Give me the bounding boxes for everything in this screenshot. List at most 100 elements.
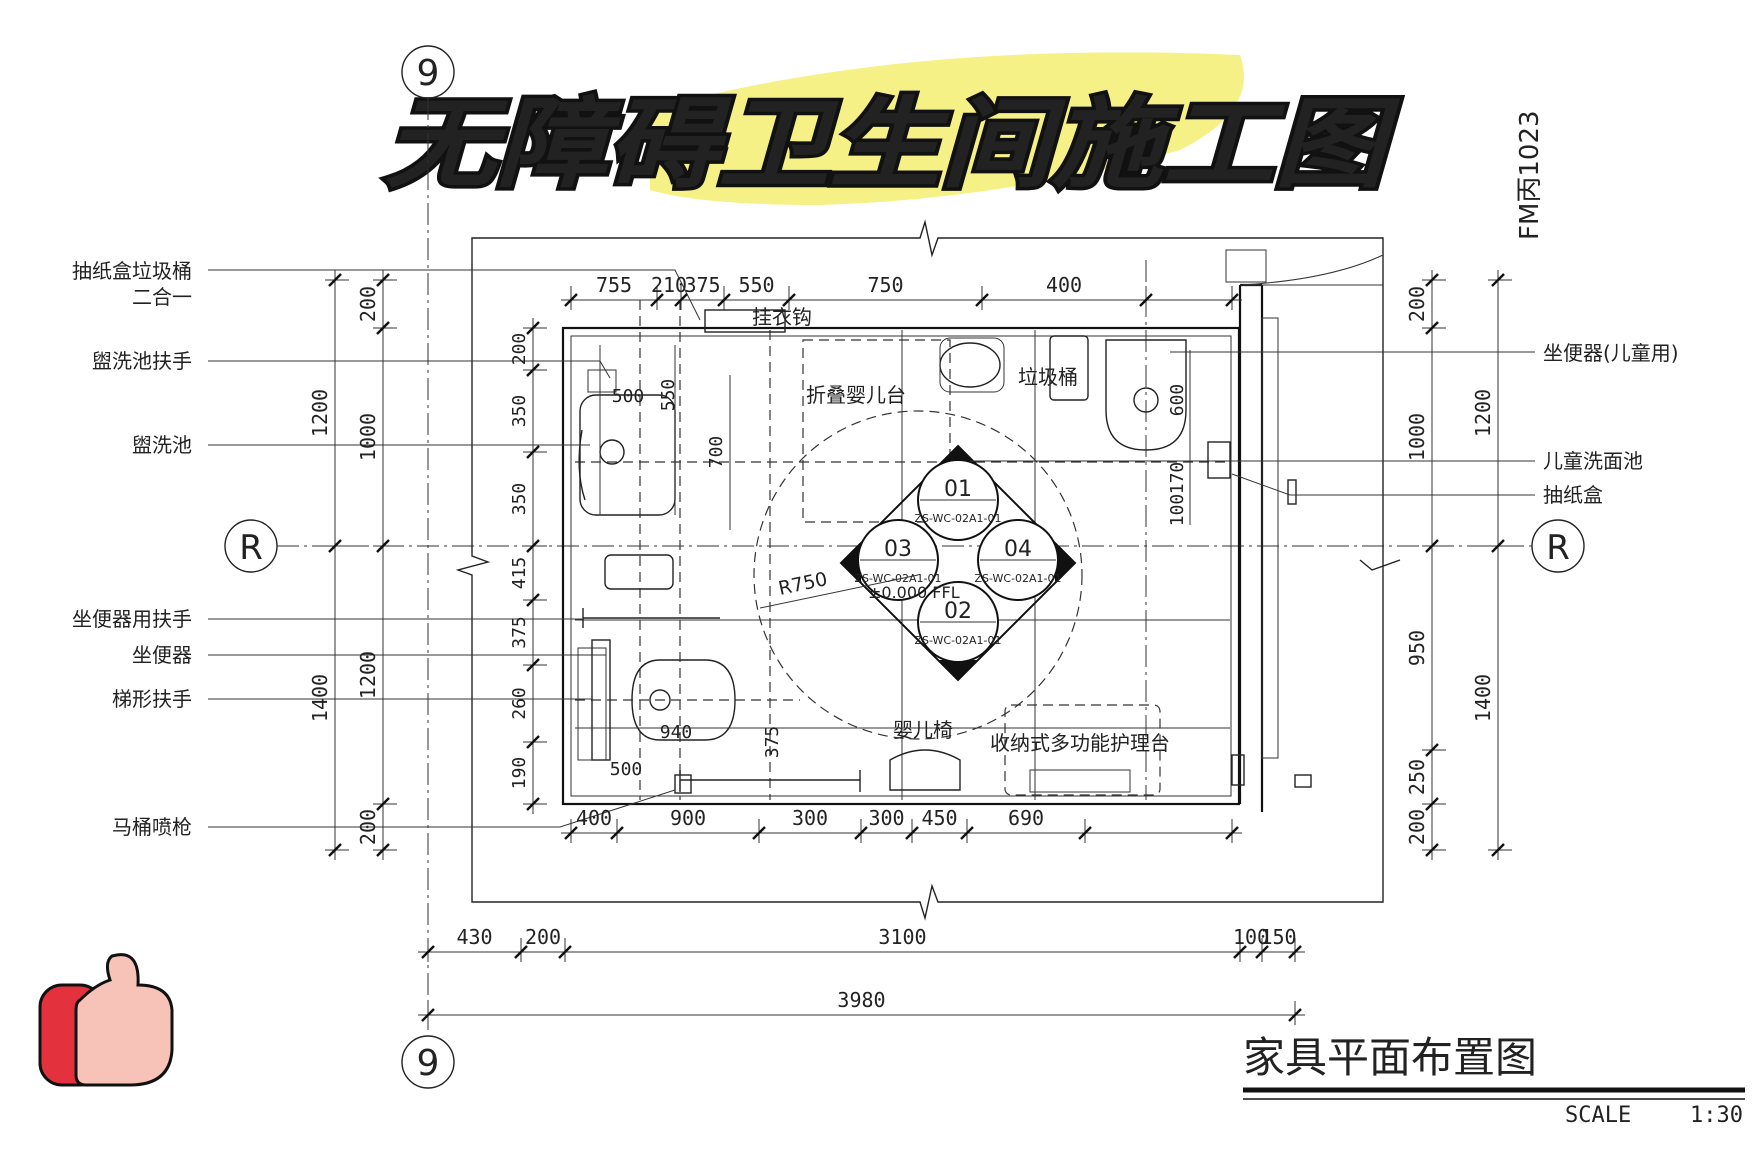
dim-top-tick-6 [1139, 293, 1153, 307]
label-hook: 挂衣钩 [752, 305, 812, 329]
toilet-grab-bar [582, 608, 720, 628]
dim-bottom-tick-1 [610, 826, 624, 840]
dim-total-label-0: 3980 [837, 988, 885, 1012]
dim-left-outer-label-0: 1200 [308, 389, 332, 437]
label-ffl: ±0.000 FFL [868, 583, 960, 602]
outer-boundary [455, 219, 1401, 921]
dim-left-mid-label-3: 200 [356, 809, 380, 845]
dim-right-inner-tick-5 [1425, 843, 1439, 857]
fixtures [577, 309, 1312, 796]
dim-interior-label-2: 700 [706, 436, 727, 469]
dim-left-inner-label-5: 260 [509, 687, 530, 720]
dim-left-inner-label-2: 350 [509, 483, 530, 516]
ladder-grab-bar [591, 639, 611, 761]
room-walls [561, 249, 1384, 812]
dim-left-mid-tick-2 [376, 539, 390, 553]
dim-left-inner-tick-2 [526, 445, 540, 459]
dim-right-outer-tick-1 [1491, 539, 1505, 553]
dim-right-outer-label-0: 1200 [1471, 389, 1495, 437]
elevation-code-01: ZS-WC-02A1-01 [914, 512, 1001, 525]
dim-overall-label-0: 430 [456, 925, 492, 949]
dim-top-label-0: 755 [596, 273, 632, 297]
dim-bottom-label-4: 450 [921, 806, 957, 830]
grid-9-bottom-label: 9 [417, 1043, 440, 1084]
trash-bin [1049, 335, 1089, 401]
callout-basin: 盥洗池 [132, 433, 192, 457]
dim-left-inner-tick-1 [526, 363, 540, 377]
dim-total-tick-0 [421, 1008, 435, 1022]
dim-right-inner-label-2: 950 [1405, 630, 1429, 666]
dim-overall-label-2: 3100 [878, 925, 926, 949]
dim-left-mid-tick-3 [376, 797, 390, 811]
dim-left-outer-tick-1 [328, 539, 342, 553]
wash-basin [579, 394, 676, 516]
elevation-code-02: ZS-WC-02A1-01 [914, 634, 1001, 647]
dim-bottom-tick-7 [1225, 826, 1239, 840]
dim-overall-tick-5 [1288, 945, 1302, 959]
dim-left-mid-tick-4 [376, 843, 390, 857]
dim-overall-label-1: 200 [525, 925, 561, 949]
dim-overall-label-4: 150 [1260, 925, 1296, 949]
scale-value: 1:30 [1690, 1103, 1743, 1128]
elevation-num-04: 04 [1004, 537, 1032, 562]
dim-overall-tick-3 [1233, 945, 1247, 959]
dim-top-label-5: 400 [1046, 273, 1082, 297]
callout-toilet-bar: 坐便器用扶手 [72, 607, 192, 631]
callout-tissue-bin: 抽纸盒垃圾桶 [72, 259, 192, 283]
dim-overall-tick-1 [514, 945, 528, 959]
dim-left-inner-tick-4 [526, 593, 540, 607]
label-baby-chair: 婴儿椅 [893, 718, 953, 742]
dim-bottom-tick-5 [960, 826, 974, 840]
dim-top-tick-2 [674, 293, 688, 307]
elevation-num-02: 02 [944, 599, 972, 624]
dim-left-inner-tick-6 [526, 735, 540, 749]
elevation-code-04: ZS-WC-02A1-01 [974, 572, 1061, 585]
grid-r-right-label: R [1546, 528, 1570, 568]
dim-left-outer-tick-0 [328, 273, 342, 287]
dim-left-mid-label-1: 1000 [356, 413, 380, 461]
dim-interior-label-0: 500 [612, 386, 645, 407]
label-changing-table: 折叠婴儿台 [806, 383, 906, 407]
dim-top-tick-1 [650, 293, 664, 307]
dim-interior-label-3: 600 [1167, 384, 1188, 417]
dim-left-mid-label-0: 200 [356, 286, 380, 322]
dim-bottom-tick-6 [1078, 826, 1092, 840]
turning-circle [753, 410, 1083, 740]
baby-chair [889, 749, 961, 791]
callout-toilet: 坐便器 [132, 643, 192, 667]
clothes-hook-bar [704, 309, 786, 333]
dim-left-mid-label-2: 1200 [356, 651, 380, 699]
dim-left-mid-tick-0 [376, 273, 390, 287]
dim-left-outer-label-1: 1400 [308, 674, 332, 722]
grid-9-top: 9 [401, 45, 455, 99]
dim-right-inner-tick-3 [1425, 743, 1439, 757]
dim-interior-label-7: 500 [610, 759, 643, 780]
dim-overall-tick-2 [558, 945, 572, 959]
elevation-code-03: ZS-WC-02A1-01 [854, 572, 941, 585]
grid-9-top-label: 9 [417, 53, 440, 94]
dim-overall-tick-0 [421, 945, 435, 959]
dim-interior-label-1: 550 [658, 379, 679, 412]
dim-bottom-label-2: 300 [792, 806, 828, 830]
dim-left-inner-label-6: 190 [509, 757, 530, 790]
left-callouts: 抽纸盒垃圾桶 二合一 盥洗池扶手 盥洗池 坐便器用扶手 坐便器 梯形扶手 马桶喷… [72, 259, 701, 839]
dim-right-inner-tick-2 [1425, 539, 1439, 553]
dim-bottom-label-1: 900 [670, 806, 706, 830]
label-care-table: 收纳式多功能护理台 [990, 731, 1170, 755]
dim-total-tick-1 [1288, 1008, 1302, 1022]
toilet-spray-gun [674, 774, 692, 794]
sheet-title: 家具平面布置图 [1243, 1033, 1537, 1082]
dim-right-inner-tick-0 [1425, 273, 1439, 287]
dim-bottom-label-3: 300 [868, 806, 904, 830]
dim-right-inner-label-0: 200 [1405, 286, 1429, 322]
grid-9-bottom: 9 [401, 1035, 455, 1089]
dim-interior-label-4: 170 [1167, 462, 1188, 495]
dim-bottom-tick-2 [752, 826, 766, 840]
dim-top-tick-0 [564, 293, 578, 307]
child-wash-basin [939, 342, 1001, 388]
page-title: 无障碍卫生间施工图 [385, 88, 1401, 202]
dim-right-inner-label-4: 200 [1405, 809, 1429, 845]
dim-bottom-label-5: 690 [1008, 806, 1044, 830]
callout-spray-gun: 马桶喷枪 [112, 815, 192, 839]
